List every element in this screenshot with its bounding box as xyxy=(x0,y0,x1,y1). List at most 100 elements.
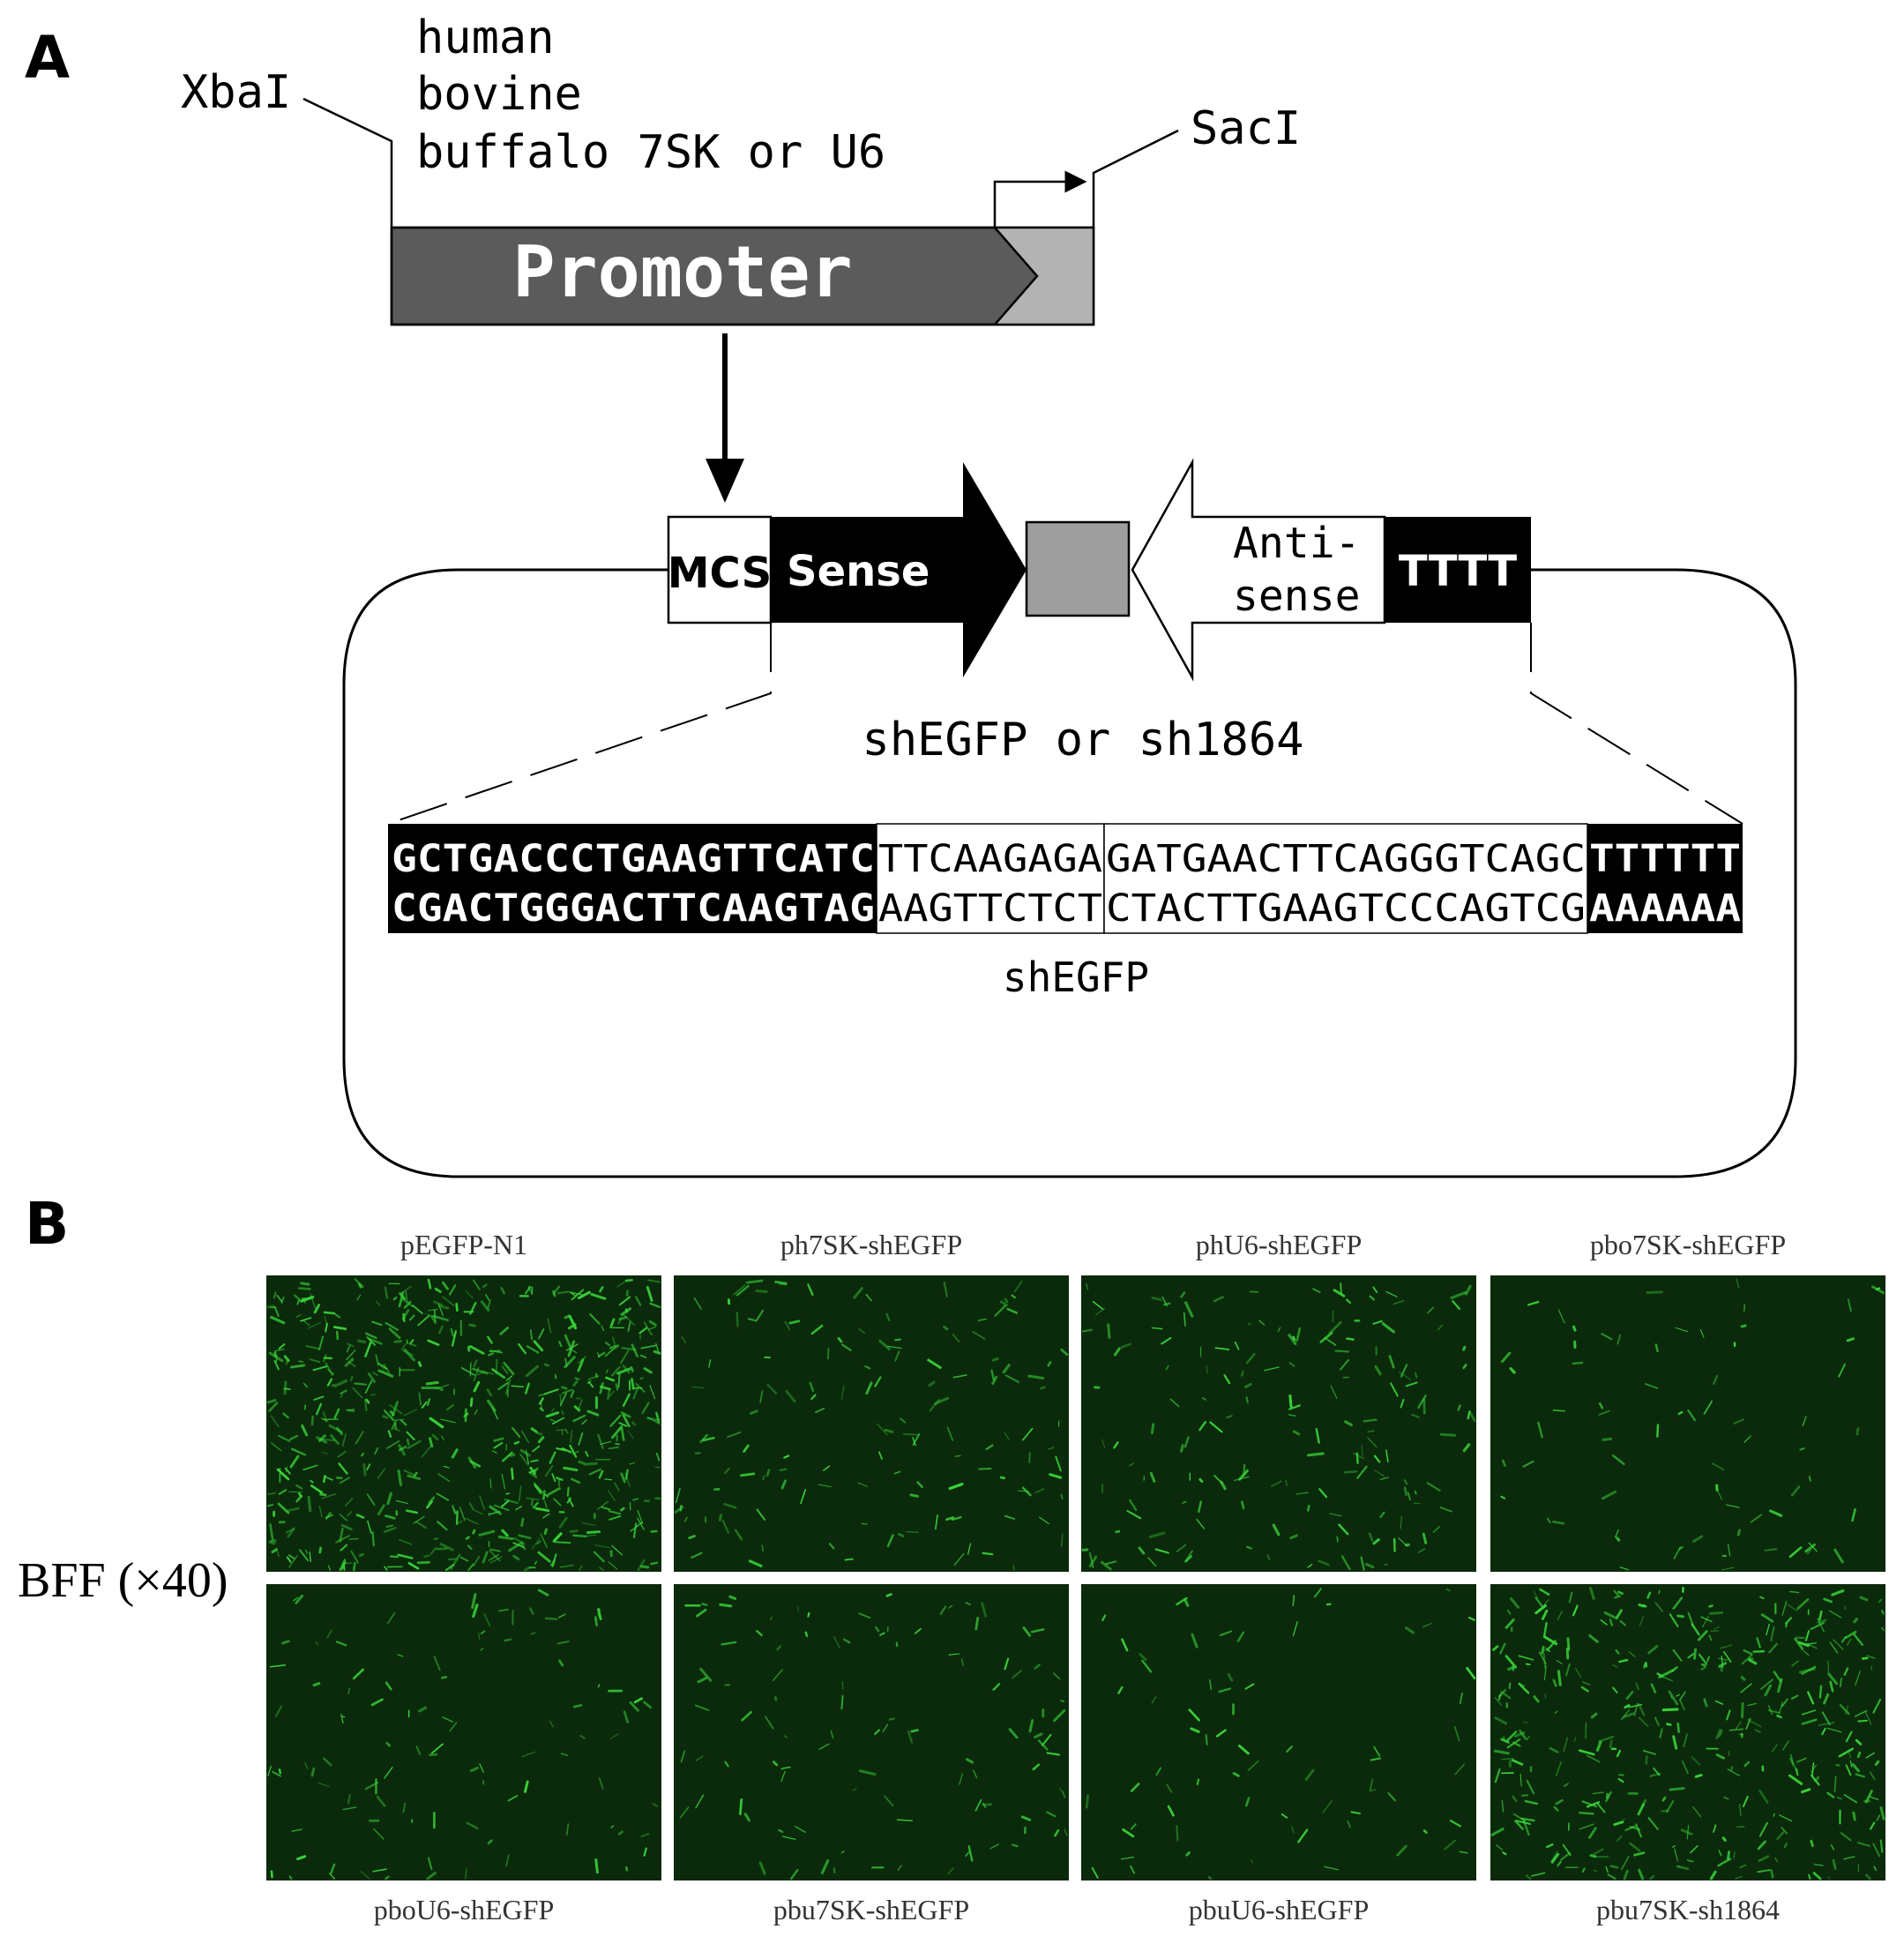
fluorescent-cell xyxy=(377,1369,394,1378)
fluorescent-cell xyxy=(1512,1813,1527,1822)
fluorescent-cell xyxy=(1795,1768,1799,1776)
fluorescent-cell xyxy=(1869,1796,1879,1800)
seq-bottom-loop: AAGTTCTCT xyxy=(878,886,1102,931)
fluorescent-cell xyxy=(884,1428,894,1433)
fluorescent-cell xyxy=(1549,1746,1559,1753)
fluorescent-cell xyxy=(1393,1539,1398,1543)
fluorescent-cell xyxy=(1304,1768,1315,1781)
fluorescent-cell xyxy=(1149,1471,1156,1483)
fluorescent-cell xyxy=(561,1386,568,1390)
fluorescent-cell xyxy=(1509,1596,1520,1609)
fluorescent-cell xyxy=(296,1299,300,1305)
fluorescent-cell xyxy=(268,1351,284,1363)
fluorescent-cell xyxy=(444,1564,455,1571)
fluorescent-cell xyxy=(1534,1596,1543,1607)
fluorescent-cell xyxy=(1315,1427,1320,1444)
fluorescent-cell xyxy=(635,1382,646,1393)
fluorescent-cell xyxy=(501,1473,506,1490)
fluorescent-cell xyxy=(747,1318,757,1322)
fluorescent-cell xyxy=(579,1565,583,1571)
fluorescent-cell xyxy=(1718,1730,1723,1738)
fluorescent-cell xyxy=(573,1405,581,1412)
fluorescent-cell xyxy=(300,1317,312,1322)
fluorescent-cell xyxy=(639,1565,650,1569)
fluorescent-cell xyxy=(1020,1815,1032,1821)
fluorescent-cell xyxy=(521,1751,536,1758)
fluorescent-cell xyxy=(1166,1783,1173,1793)
fluorescent-cell xyxy=(1855,1738,1863,1746)
fluorescent-cell xyxy=(479,1763,484,1773)
fluorescent-cell xyxy=(807,1283,814,1297)
fluorescent-cell xyxy=(1053,1708,1066,1723)
fluorescent-cell xyxy=(1869,1771,1876,1780)
fluorescent-cell xyxy=(549,1418,556,1423)
fluorescent-cell xyxy=(484,1294,490,1301)
fluorescent-cell xyxy=(1046,1752,1061,1756)
fluorescent-cell xyxy=(1881,1626,1885,1632)
fluorescent-cell xyxy=(1874,1760,1880,1766)
fluorescent-cell xyxy=(1727,1851,1730,1860)
fluorescent-cell xyxy=(398,1291,405,1308)
fluorescent-cell xyxy=(1719,1644,1733,1649)
fluorescent-cell xyxy=(581,1419,587,1425)
fluorescent-cell xyxy=(1041,1733,1052,1746)
fluorescent-cell xyxy=(1089,1552,1094,1568)
fluorescent-cell xyxy=(1334,1350,1350,1353)
fluorescent-cell xyxy=(472,1603,479,1619)
fluorescent-cell xyxy=(556,1429,567,1432)
fluorescent-cell xyxy=(1384,1564,1388,1566)
fluorescent-cell xyxy=(534,1560,538,1565)
fluorescent-cell xyxy=(537,1551,551,1563)
fluorescent-cell xyxy=(556,1447,567,1452)
fluorescent-cell xyxy=(788,1320,801,1325)
fluorescent-cell xyxy=(1393,1300,1405,1305)
fluorescent-cell xyxy=(1742,1795,1749,1807)
fluorescent-cell xyxy=(1743,1435,1751,1443)
fluorescent-cell xyxy=(1183,1598,1190,1607)
fluorescent-cell xyxy=(708,1358,712,1368)
fluorescent-cell xyxy=(389,1555,399,1559)
fluorescent-cell xyxy=(1400,1364,1408,1378)
fluorescent-cell xyxy=(1756,1637,1761,1649)
fluorescent-cell xyxy=(1714,1700,1724,1705)
micrograph-cells xyxy=(674,1279,1069,1571)
fluorescent-cell xyxy=(597,1684,601,1688)
fluorescent-cell xyxy=(1595,1740,1602,1752)
fluorescent-cell xyxy=(1064,1828,1068,1836)
fluorescent-cell xyxy=(429,1314,437,1323)
fluorescent-cell xyxy=(318,1505,323,1518)
fluorescent-cell xyxy=(482,1283,488,1289)
fluorescent-cell xyxy=(330,1383,335,1387)
fluorescent-cell xyxy=(1387,1791,1396,1802)
fluorescent-cell xyxy=(833,1636,840,1649)
fluorescent-cell xyxy=(1555,1798,1564,1806)
fluorescent-cell xyxy=(561,1388,573,1394)
fluorescent-cell xyxy=(1328,1320,1342,1335)
fluorescent-cell xyxy=(1012,1670,1022,1679)
fluorescent-cell xyxy=(273,1359,280,1371)
fluorescent-cell xyxy=(679,1806,690,1819)
fluorescent-cell xyxy=(346,1344,351,1353)
fluorescent-cell xyxy=(1557,1611,1563,1620)
fluorescent-cell xyxy=(781,1836,796,1840)
fluorescent-cell xyxy=(1715,1728,1721,1739)
fluorescent-cell xyxy=(1249,1290,1259,1293)
fluorescent-cell xyxy=(1505,1619,1515,1629)
fluorescent-cell xyxy=(1830,1844,1835,1851)
fluorescent-cell xyxy=(1738,1803,1742,1817)
fluorescent-cell xyxy=(1872,1843,1881,1858)
fluorescent-cell xyxy=(1400,1398,1405,1409)
fluorescent-cell xyxy=(501,1365,509,1374)
fluorescent-cell xyxy=(427,1857,433,1871)
fluorescent-cell xyxy=(1593,1869,1597,1873)
fluorescent-cell xyxy=(270,1306,277,1309)
fluorescent-cell xyxy=(1013,1280,1023,1293)
fluorescent-cell xyxy=(1494,1697,1502,1706)
fluorescent-cell xyxy=(558,1659,564,1667)
fluorescent-cell xyxy=(513,1537,526,1545)
fluorescent-cell xyxy=(1718,1850,1722,1857)
fluorescent-cell xyxy=(1582,1867,1586,1873)
fluorescent-cell xyxy=(271,1548,278,1553)
fluorescent-cell xyxy=(355,1431,364,1445)
fluorescent-cell xyxy=(699,1667,713,1682)
